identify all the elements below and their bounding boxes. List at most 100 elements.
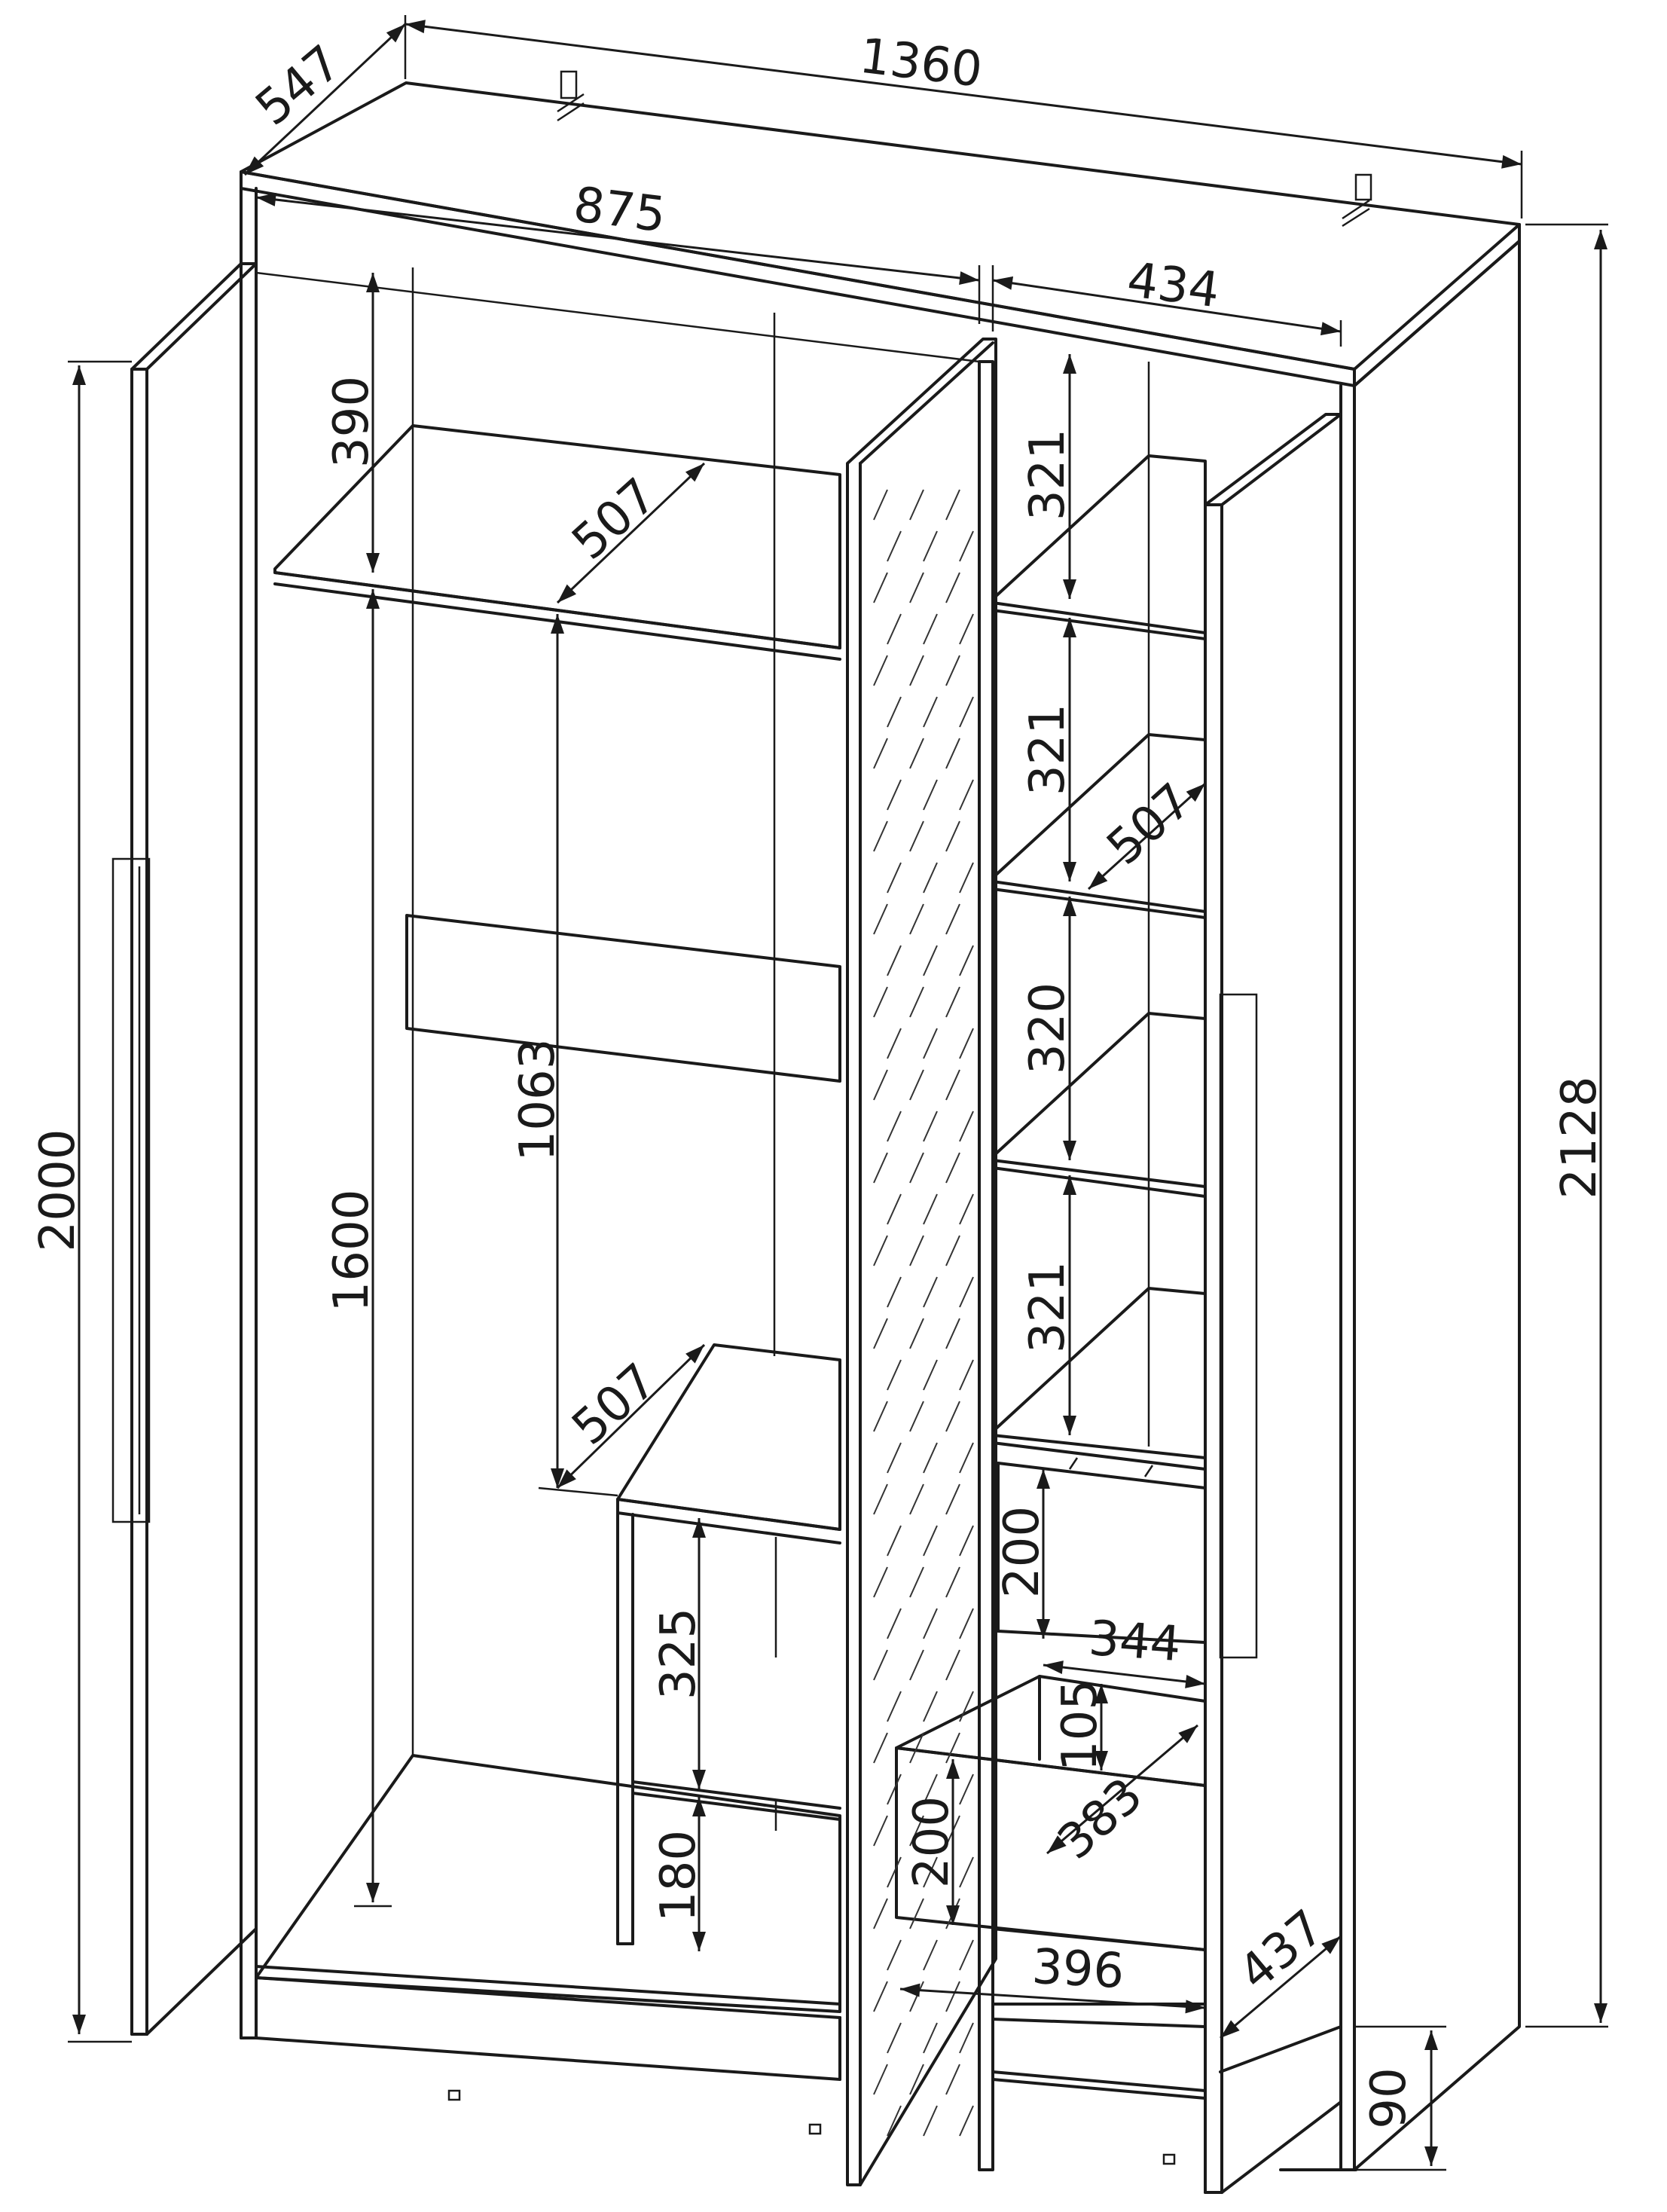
dimension-arrowhead (557, 584, 577, 603)
mirror-hatch-stroke (909, 1152, 924, 1184)
mirror-hatch-stroke (873, 820, 888, 852)
dimension-arrowhead (1063, 862, 1076, 881)
dimension-arrowhead (1321, 1936, 1341, 1954)
label-left-section-width: 875 (570, 177, 668, 243)
mirror-door[interactable] (846, 338, 997, 2186)
dimension-arrowhead (1095, 1751, 1108, 1771)
label-right-shelf-3: 320 (1020, 982, 1076, 1074)
dimension-arrowhead (557, 1469, 576, 1488)
mirror-hatch-stroke (923, 1193, 938, 1225)
mirror-hatch-stroke (945, 986, 960, 1018)
dim-line-total-width (405, 23, 1522, 166)
dimension-arrowhead (1063, 1416, 1076, 1435)
label-right-shelf-4: 321 (1020, 1261, 1076, 1353)
dimension-arrowhead (1594, 230, 1607, 249)
dim-line-right-shelf-depth (1087, 782, 1207, 891)
mirror-hatch-stroke (923, 1939, 938, 1971)
mirror-hatch-stroke (873, 738, 888, 769)
mirror-hatch-stroke (923, 1525, 938, 1557)
dimension-arrowhead (1037, 1469, 1050, 1489)
mirror-hatch-stroke (909, 1981, 924, 2012)
dimension-arrowhead (1594, 2003, 1607, 2023)
mirror-hatch-stroke (909, 1235, 924, 1266)
dimension-arrowhead (1037, 1619, 1050, 1639)
dimension-arrowhead (685, 463, 704, 482)
right-door-handle[interactable] (1219, 993, 1258, 1659)
mirror-hatch-stroke (909, 1318, 924, 1349)
dimension-arrowhead (685, 1345, 704, 1364)
mirror-hatch-stroke (887, 530, 902, 562)
mirror-hatch-stroke (887, 613, 902, 645)
mirror-hatch-stroke (887, 1111, 902, 1142)
mirror-hatch-stroke (945, 1649, 960, 1681)
mirror-hatch-stroke (887, 1774, 902, 1805)
mirror-hatch-stroke (959, 613, 974, 645)
mirror-hatch-stroke (909, 1815, 924, 1847)
mirror-hatch-stroke (873, 986, 888, 1018)
mirror-hatch-stroke (873, 1235, 888, 1266)
dimension-arrowhead (1185, 2000, 1205, 2014)
dimension-arrowhead (1063, 579, 1076, 599)
mirror-hatch-stroke (923, 1111, 938, 1142)
dim-line-drawer-inner-width (1043, 1664, 1206, 1685)
mirror-hatch-stroke (887, 2022, 902, 2054)
mirror-hatch-stroke (909, 1649, 924, 1681)
label-drawer-width: 396 (1030, 1939, 1125, 2000)
mirror-hatch-stroke (923, 779, 938, 811)
mirror-hatch-stroke (887, 1359, 902, 1391)
dim-line-drawer-depth (1220, 1935, 1342, 2039)
left-door-handle[interactable] (111, 857, 151, 1523)
mirror-hatch-stroke (909, 820, 924, 852)
dimension-arrowhead (692, 1770, 706, 1789)
dimension-arrowhead (551, 614, 564, 634)
right-door[interactable] (1204, 413, 1342, 2194)
dimension-arrowhead (1088, 870, 1108, 889)
mirror-hatch-stroke (873, 1898, 888, 1929)
mirror-hatch-stroke (887, 696, 902, 728)
dimension-arrowhead (1063, 897, 1076, 916)
mirror-hatch-stroke (909, 986, 924, 1018)
mirror-hatch-stroke (873, 1815, 888, 1847)
dimension-arrowhead (1186, 784, 1205, 802)
mirror-hatch-stroke (959, 779, 974, 811)
dim-line-left-width (255, 196, 980, 282)
label-door-height: 2000 (30, 1129, 86, 1252)
dim-line-hat-shelf-depth (556, 462, 706, 604)
dimension-arrowhead (1424, 2146, 1438, 2166)
dimension-arrowhead (256, 193, 276, 206)
dimension-arrowhead (1063, 618, 1076, 637)
mirror-hatch-stroke (909, 738, 924, 769)
label-right-shelf-2: 321 (1020, 704, 1076, 796)
mirror-hatch-stroke (909, 572, 924, 603)
mirror-hatch-stroke (945, 655, 960, 686)
label-drawer-lower-height: 200 (904, 1796, 960, 1888)
wardrobe-carcass (240, 70, 1521, 2171)
label-total-height: 2128 (1552, 1077, 1607, 1199)
label-right-shelf-depth: 507 (1097, 773, 1202, 876)
mirror-hatch-stroke (923, 1276, 938, 1308)
mirror-hatch-stroke (909, 655, 924, 686)
mirror-hatch-stroke (959, 530, 974, 562)
dimension-arrowhead (245, 156, 264, 175)
mirror-hatch-stroke (945, 903, 960, 935)
mirror-hatch-stroke (873, 489, 888, 521)
label-drawer-inner-height: 105 (1052, 1679, 1108, 1771)
dimension-arrowhead (366, 1883, 380, 1902)
central-divider (978, 360, 994, 2171)
mirror-hatch-stroke (909, 1898, 924, 1929)
mirror-hatch-stroke (923, 2022, 938, 2054)
mirror-hatch-stroke (887, 1608, 902, 1639)
bottom-panel (255, 1754, 841, 2013)
mirror-hatch-stroke (887, 1276, 902, 1308)
mirror-hatch-stroke (945, 2064, 960, 2095)
dimension-arrowhead (993, 276, 1014, 290)
mirror-hatch-stroke (959, 1856, 974, 1888)
mirror-hatch-stroke (873, 655, 888, 686)
dim-line-drawer-width (899, 1987, 1206, 2009)
left-door[interactable] (111, 262, 258, 2036)
dimension-arrowhead (1047, 1835, 1067, 1853)
mirror-hatch-stroke (945, 1483, 960, 1515)
mirror-hatch-stroke (959, 696, 974, 728)
